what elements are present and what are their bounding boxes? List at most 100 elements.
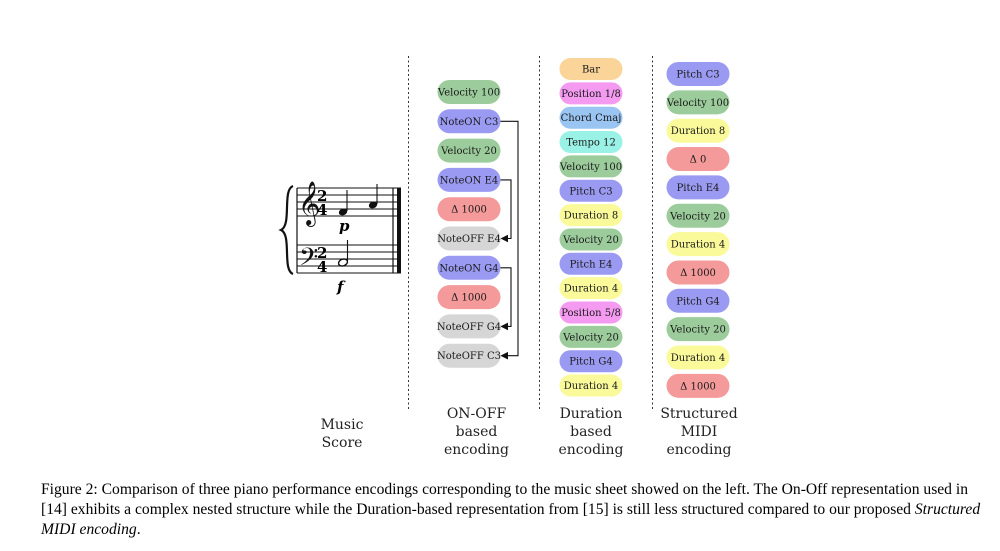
token-label: NoteON G4 — [439, 263, 498, 274]
token-pill-bg — [666, 232, 730, 257]
token-label: NoteOFF G4 — [437, 322, 501, 333]
time-sig-lower-num: 2 — [317, 244, 327, 262]
duration-label-line: based — [570, 424, 612, 440]
token-label: Velocity 20 — [669, 325, 726, 336]
token-pill-bg — [666, 147, 730, 172]
token-pill-bg — [666, 373, 730, 398]
token-pill-velocity: Velocity 20 — [559, 228, 623, 251]
token-pill-tempo: Tempo 12 — [559, 131, 623, 154]
final-barline-thick — [397, 188, 401, 273]
token-pill-pitch: NoteON G4 — [437, 255, 501, 280]
token-pill-noteoff: NoteOFF G4 — [437, 314, 501, 339]
token-label: Position 5/8 — [561, 308, 621, 319]
note-e4 — [338, 190, 348, 216]
token-pill-bg — [437, 226, 501, 251]
token-label: Velocity 20 — [440, 146, 497, 157]
dynamic-upper: p — [339, 217, 350, 235]
token-pill-pitch: NoteON C3 — [437, 109, 501, 134]
token-label: NoteOFF C3 — [437, 351, 501, 362]
music-score: 𝄞 𝄢 2 4 2 4 p f — [278, 181, 401, 296]
token-pill-bg — [559, 204, 623, 227]
caption-text: Figure 2: Comparison of three piano perf… — [41, 481, 969, 518]
figure-caption: Figure 2: Comparison of three piano perf… — [41, 480, 983, 540]
note-g4 — [368, 184, 378, 209]
token-pill-bg — [437, 343, 501, 368]
token-label: Velocity 100 — [559, 162, 622, 173]
token-pill-pitch: Pitch E4 — [666, 175, 730, 200]
token-label: Pitch G4 — [676, 296, 720, 307]
token-pill-delta: Δ 0 — [666, 147, 730, 172]
token-label: Pitch G4 — [569, 357, 613, 368]
onoff-nesting-arrows — [500, 120, 519, 360]
token-pill-bg — [437, 197, 501, 222]
token-pill-bg — [559, 58, 623, 80]
dynamic-lower: f — [336, 278, 346, 296]
token-pill-bg — [559, 350, 623, 373]
token-pill-bg — [666, 62, 730, 86]
token-pill-delta: Δ 1000 — [437, 285, 501, 310]
token-pill-pitch: NoteON E4 — [437, 167, 501, 192]
token-label: Duration 4 — [564, 284, 618, 295]
nesting-arrow — [500, 120, 519, 360]
music-score-label-line: Music — [320, 417, 364, 433]
onoff-column-label: ON-OFF based encoding — [429, 405, 524, 459]
token-label: NoteON E4 — [440, 175, 499, 186]
token-pill-bg — [559, 131, 623, 154]
structured-label-line: MIDI — [680, 424, 718, 440]
token-pill-bg — [666, 175, 730, 200]
token-label: Δ 1000 — [451, 293, 487, 304]
token-label: Duration 8 — [671, 126, 725, 137]
nesting-arrow — [500, 267, 512, 331]
token-pill-delta: Δ 1000 — [437, 197, 501, 222]
token-pill-velocity: Velocity 100 — [437, 80, 501, 104]
token-pill-duration: Duration 4 — [666, 232, 730, 257]
duration-column-label: Duration based encoding — [546, 405, 636, 459]
token-pill-bg — [559, 179, 623, 202]
token-pill-velocity: Velocity 100 — [559, 155, 623, 178]
structured-column-label: Structured MIDI encoding — [653, 405, 745, 459]
token-label: Pitch E4 — [677, 183, 720, 194]
token-pill-pitch: Pitch C3 — [559, 179, 623, 202]
token-pill-bg — [666, 317, 730, 342]
token-pill-pitch: Pitch G4 — [666, 288, 730, 313]
duration-label-line: Duration — [559, 406, 623, 422]
token-label: Duration 4 — [671, 240, 725, 251]
token-pill-velocity: Velocity 20 — [437, 138, 501, 163]
token-pill-chord: Chord Cmaj — [559, 106, 623, 129]
token-pill-noteoff: NoteOFF E4 — [437, 226, 501, 251]
token-pill-bg — [437, 80, 501, 104]
token-pill-pitch: Pitch G4 — [559, 350, 623, 373]
token-pill-bg — [437, 109, 501, 134]
token-pill-bg — [559, 325, 623, 348]
token-pill-duration: Duration 4 — [559, 374, 623, 397]
note-c3-half — [337, 240, 349, 267]
grand-staff-brace — [278, 184, 294, 276]
onoff-label-line: ON-OFF — [446, 406, 507, 422]
token-pill-bg — [666, 288, 730, 313]
token-pill-bg — [666, 345, 730, 370]
time-sig-upper-num: 2 — [317, 187, 327, 205]
token-pill-bar: Bar — [559, 58, 623, 80]
token-pill-bg — [559, 301, 623, 324]
token-label: Δ 1000 — [680, 381, 716, 392]
token-pill-bg — [559, 82, 623, 105]
onoff-label-line: encoding — [444, 442, 509, 458]
onoff-label-line: based — [455, 424, 498, 440]
token-label: Tempo 12 — [566, 138, 616, 149]
token-label: Bar — [582, 65, 600, 76]
token-pill-velocity: Velocity 20 — [666, 203, 730, 228]
token-pill-pitch: Pitch E4 — [559, 252, 623, 275]
token-pill-bg — [559, 155, 623, 178]
music-score-label: Music Score — [302, 416, 382, 452]
token-label: Position 1/8 — [561, 89, 621, 100]
token-pill-bg — [666, 118, 730, 143]
duration-label-line: encoding — [558, 442, 624, 458]
time-sig-upper-den: 4 — [317, 201, 327, 219]
treble-staff — [297, 187, 401, 217]
treble-clef-icon: 𝄞 — [298, 181, 320, 227]
token-label: Velocity 20 — [669, 211, 726, 222]
token-label: NoteON C3 — [440, 117, 499, 128]
token-pill-bg — [559, 277, 623, 300]
